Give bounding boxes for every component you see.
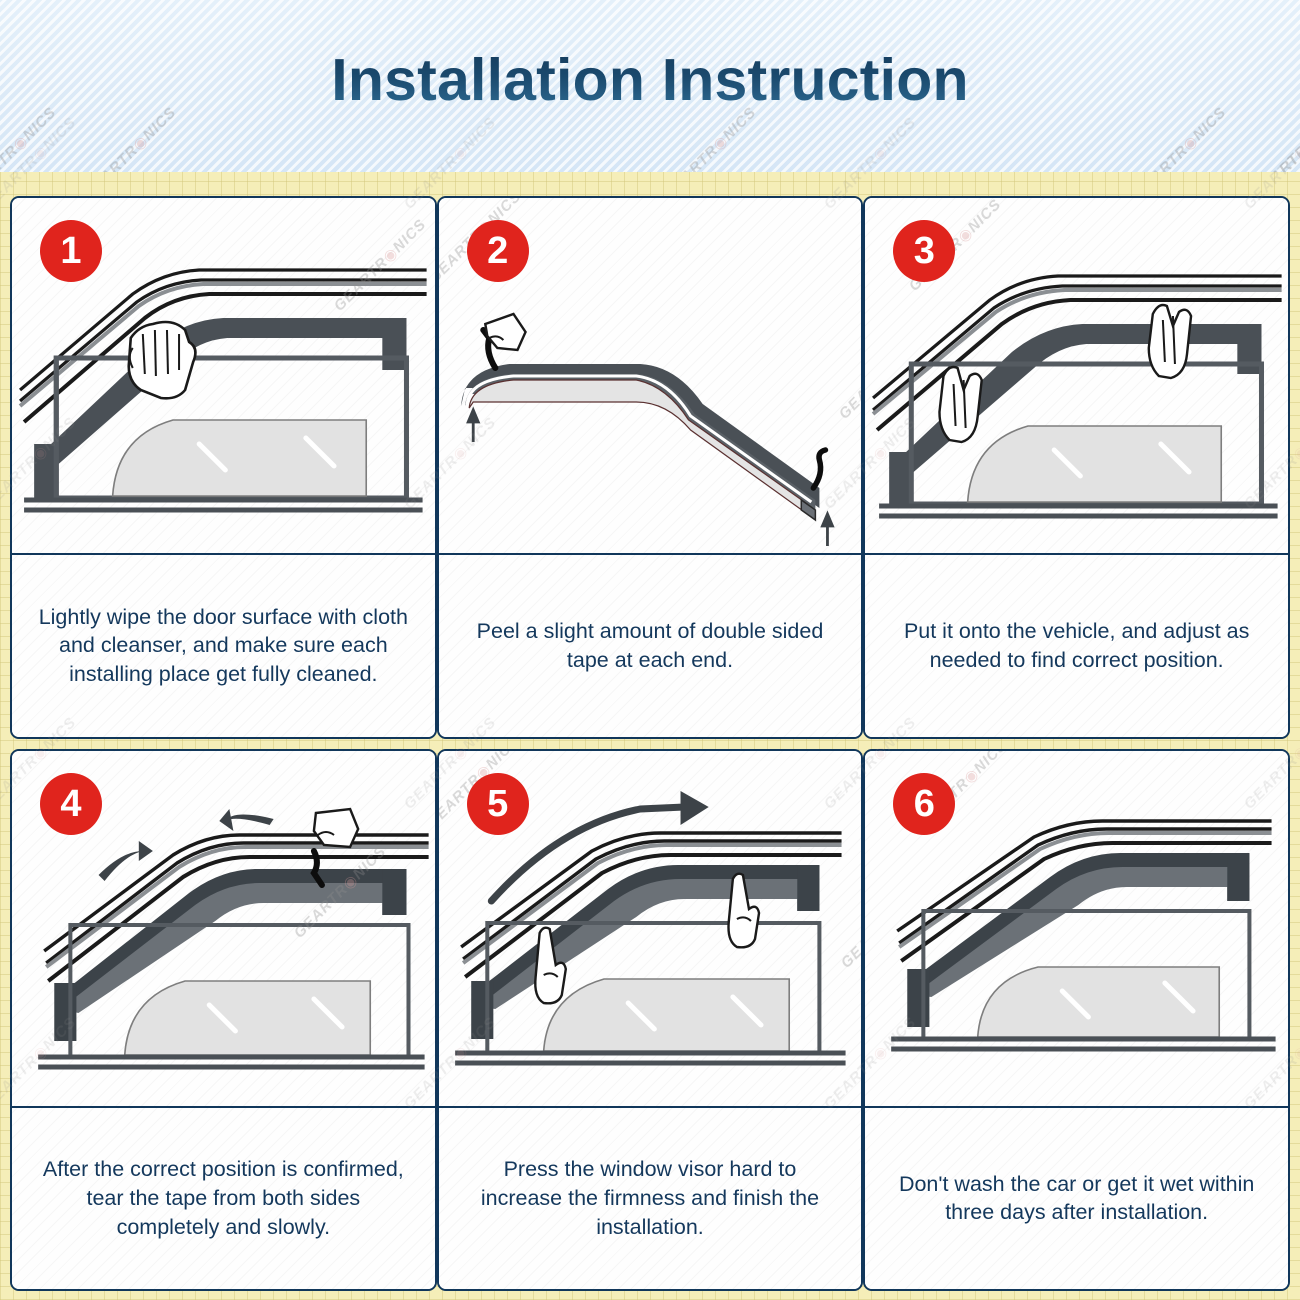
step-caption-5: Press the window visor hard to increase …: [480, 1157, 820, 1239]
step-illustration-2: 2 GEARTR◉NICS GEARTR◉NICS: [438, 198, 862, 553]
step-illustration-6: 6 GEARTR◉NICS: [865, 750, 1288, 1106]
watermark: GEARTR◉NICS: [80, 0, 180, 3]
step-number-badge: 4: [40, 772, 102, 835]
step-panel-1: 1 GEARTR◉NICS Lightly wipe the door surf…: [10, 196, 437, 739]
step-caption-wrap-2: Peel a slight amount of double sided tap…: [439, 555, 862, 737]
step-caption-wrap-4: After the correct position is confirmed,…: [12, 1108, 435, 1290]
panel-divider: [438, 1105, 862, 1108]
panel-divider: [12, 1105, 435, 1108]
step-illustration-3: 3 GEARTR◉NICS: [865, 198, 1288, 553]
step-caption-1: Lightly wipe the door surface with cloth…: [38, 604, 408, 687]
watermark: GEARTR◉NICS: [1250, 0, 1300, 3]
step-caption-6: Don't wash the car or get it wet within …: [898, 1171, 1255, 1225]
step-panel-2: 2 GEARTR◉NICS GEARTR◉NICS Peel a slight …: [436, 196, 864, 739]
step-number-badge: 3: [893, 220, 956, 282]
watermark: GEARTR◉NICS: [0, 0, 60, 3]
steps-grid: 1 GEARTR◉NICS Lightly wipe the door surf…: [10, 196, 1290, 1291]
watermark: GEARTR◉NICS: [660, 0, 760, 3]
page-title: Installation Instruction: [0, 46, 1300, 114]
step-caption-3: Put it onto the vehicle, and adjust as n…: [903, 619, 1250, 672]
step-number-badge: 5: [466, 772, 529, 835]
panel-divider: [865, 553, 1288, 555]
page-header: Installation Instruction GEARTR◉NICS GEAR…: [0, 0, 1300, 172]
step-caption-wrap-3: Put it onto the vehicle, and adjust as n…: [865, 555, 1288, 737]
step-caption-2: Peel a slight amount of double sided tap…: [476, 619, 824, 672]
step-panel-5: 5 GEARTR◉NICS GEARTR◉NICS Press the wind…: [436, 748, 864, 1291]
step-number-badge: 2: [466, 220, 529, 282]
step-number-badge: 1: [40, 220, 102, 282]
step-panel-4: 4 GEARTR◉NICS After the correct position…: [10, 748, 437, 1291]
step-illustration-1: 1 GEARTR◉NICS: [12, 198, 435, 553]
panel-divider: [438, 553, 862, 555]
step-caption-wrap-1: Lightly wipe the door surface with cloth…: [12, 555, 435, 737]
step-caption-4: After the correct position is confirmed,…: [42, 1157, 404, 1239]
step-panel-6: 6 GEARTR◉NICS Don't wash the car or get …: [863, 748, 1290, 1291]
step-illustration-5: 5 GEARTR◉NICS GEARTR◉NICS: [438, 750, 862, 1106]
step-number-badge: 6: [893, 772, 956, 835]
watermark: GEARTR◉NICS: [1130, 0, 1230, 3]
step-panel-3: 3 GEARTR◉NICS Put it onto the vehicle, a…: [863, 196, 1290, 739]
panel-divider: [12, 553, 435, 555]
step-caption-wrap-5: Press the window visor hard to increase …: [439, 1108, 862, 1290]
step-caption-wrap-6: Don't wash the car or get it wet within …: [865, 1108, 1288, 1290]
step-illustration-4: 4 GEARTR◉NICS: [12, 750, 435, 1106]
panel-divider: [865, 1105, 1288, 1108]
